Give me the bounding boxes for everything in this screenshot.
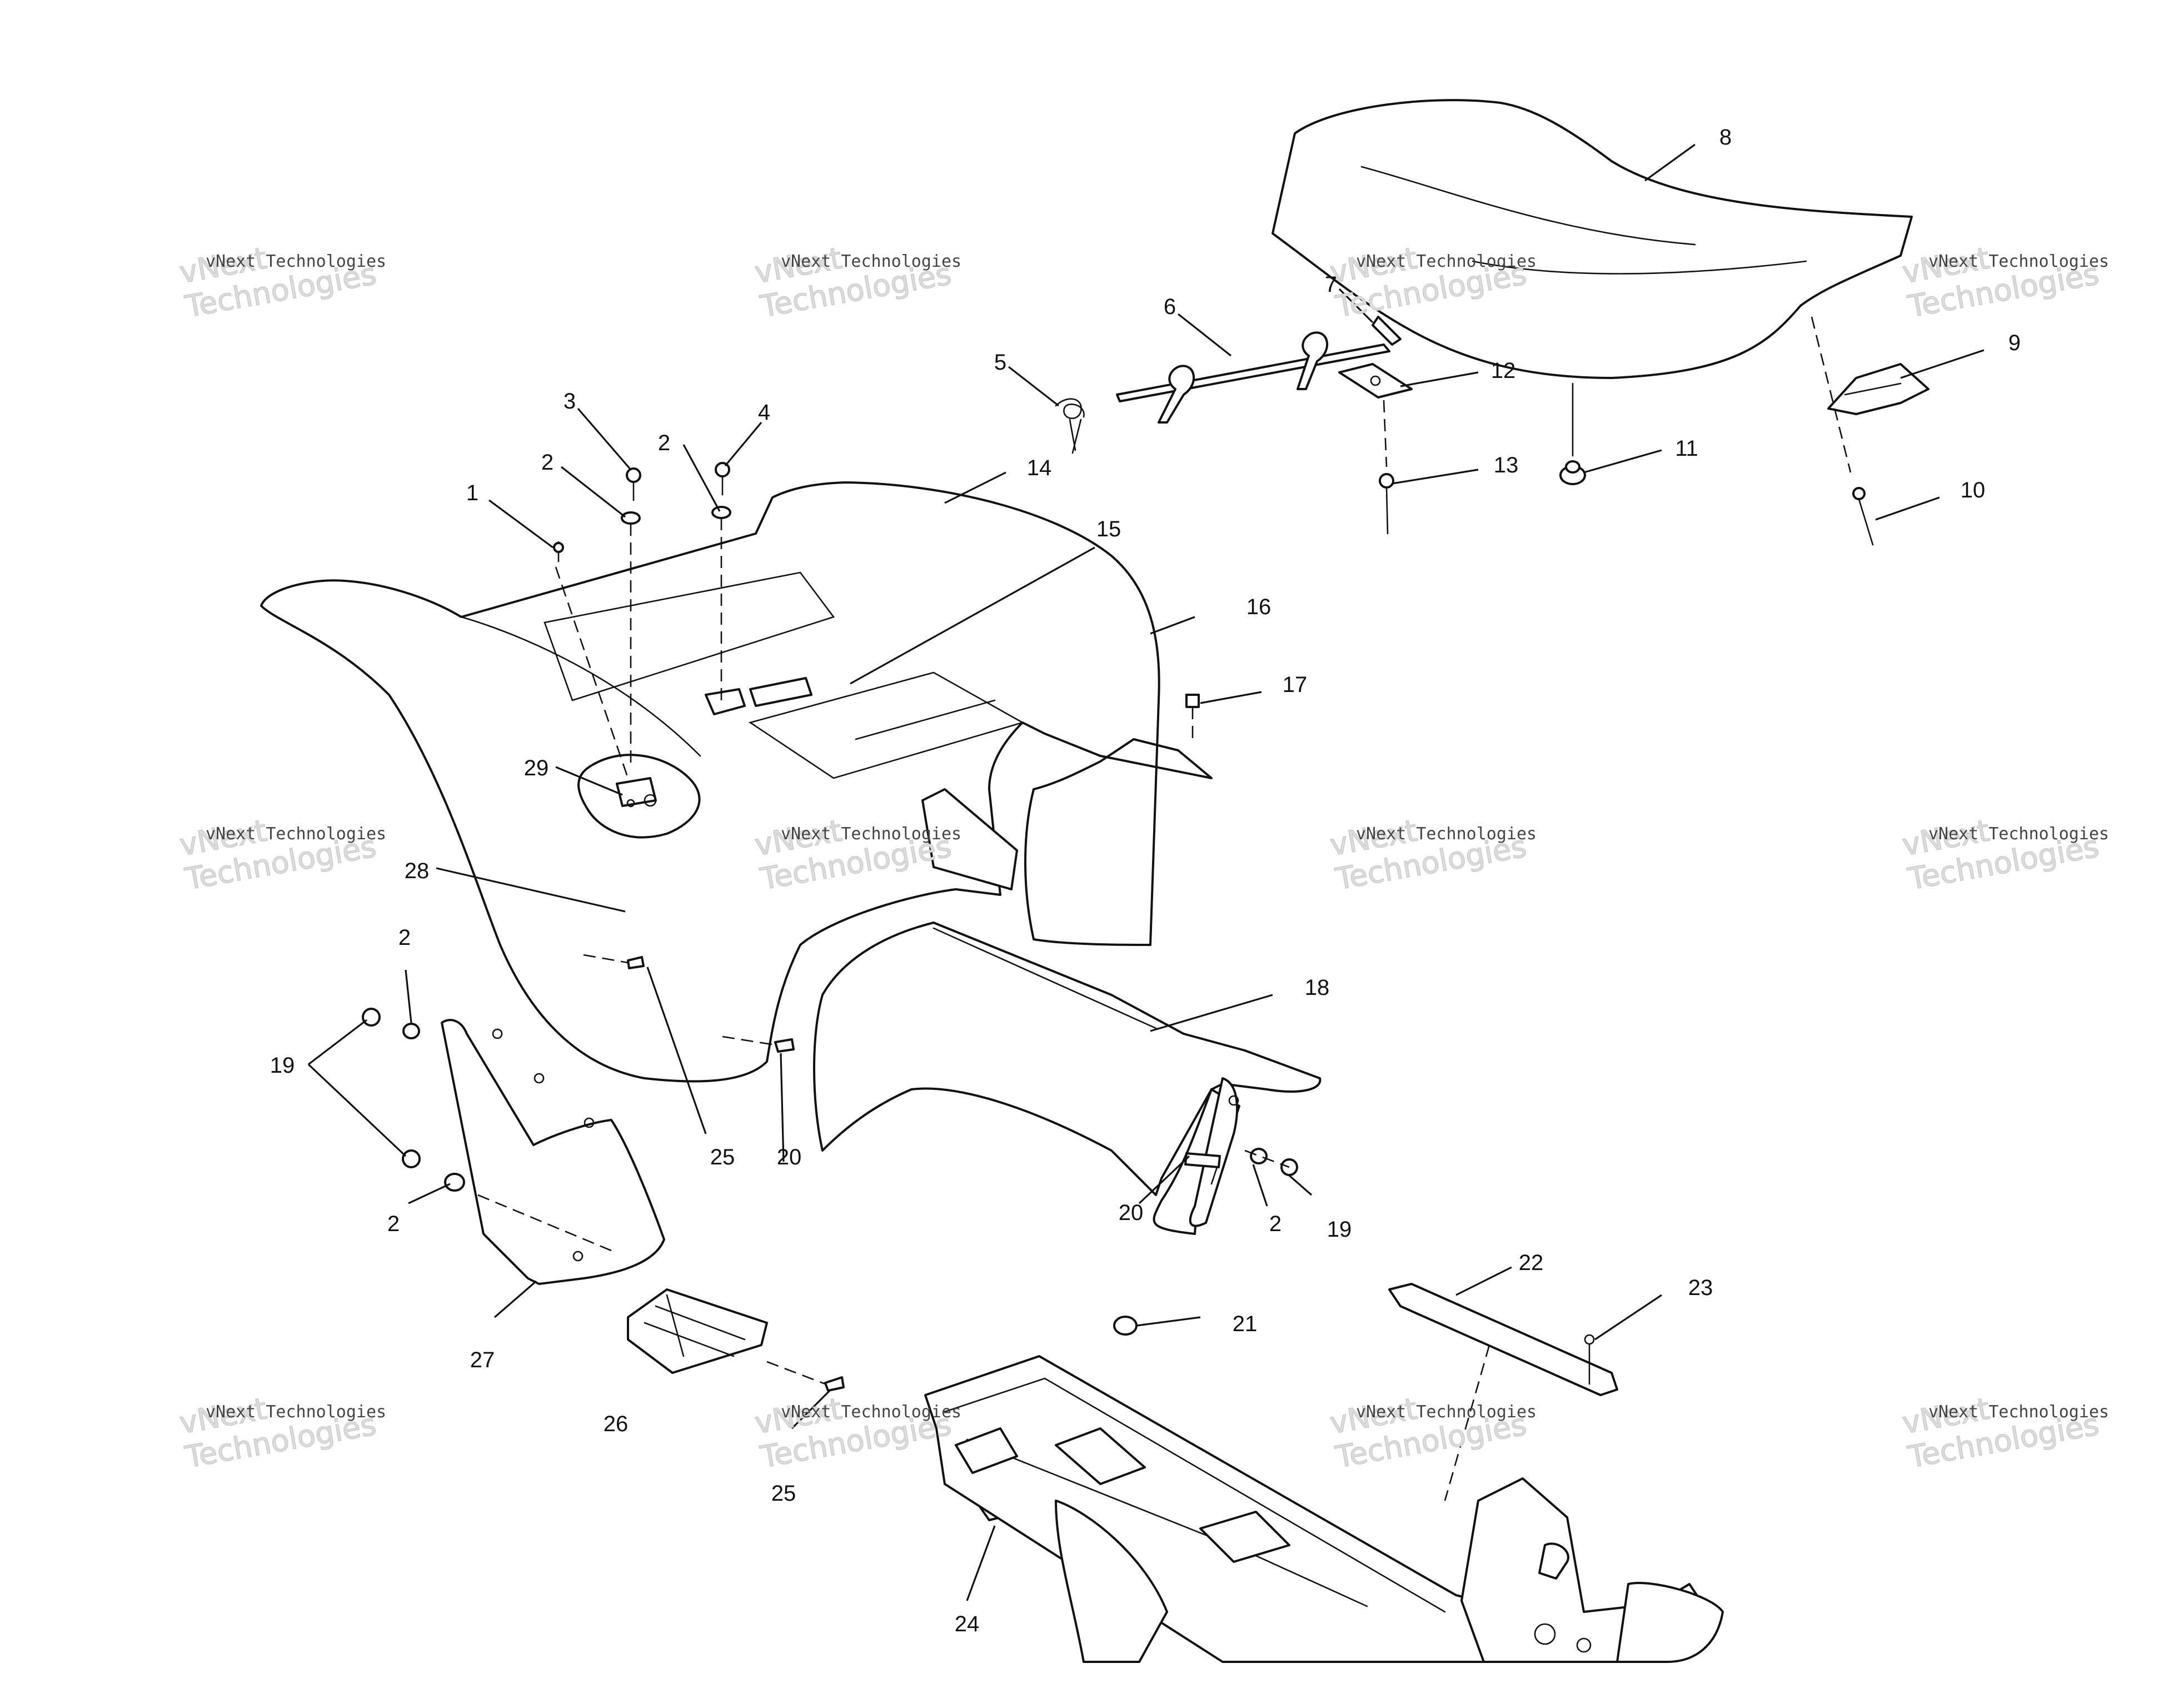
watermark-2: vNext Technologies [781,252,961,271]
watermark-6: vNext Technologies [781,824,961,844]
watermark-10: vNext Technologies [781,1402,961,1422]
callout-2-c: 2 [398,925,411,950]
callout-1: 1 [466,481,478,505]
footrest-bracket-part [627,1288,768,1374]
rear-fender-part [260,481,1213,1083]
callout-13: 13 [1494,453,1519,477]
callout-16: 16 [1246,595,1272,619]
watermark-3: vNext Technologies [1356,252,1537,271]
callout-19-b: 19 [1327,1217,1352,1242]
callout-27: 27 [470,1348,495,1372]
callout-20-b: 20 [1119,1201,1144,1225]
watermark-1: vNext Technologies [206,252,386,271]
callout-25-a: 25 [710,1145,735,1169]
callout-2-a: 2 [541,450,554,475]
watermark-big-2: vNextTechnologies [751,222,954,325]
watermark-11: vNext Technologies [1356,1402,1537,1422]
watermark-big-10: vNextTechnologies [751,1373,954,1475]
callout-3: 3 [564,389,576,414]
watermark-big-8: vNextTechnologies [1899,795,2101,897]
callout-19-a: 19 [270,1053,295,1078]
callout-23: 23 [1688,1276,1713,1300]
callout-21: 21 [1233,1312,1258,1336]
watermark-5: vNext Technologies [206,824,386,844]
callout-2-b: 2 [658,431,670,455]
latch-rod-part [1116,316,1402,424]
watermark-4: vNext Technologies [1928,252,2109,271]
clip-17-part [1185,694,1200,745]
leader-lines [307,143,1984,1601]
spring-part [1055,398,1085,454]
callout-2-e: 2 [1269,1212,1282,1236]
watermark-big-7: vNextTechnologies [1327,795,1529,897]
watermark-big-1: vNextTechnologies [176,222,378,325]
watermark-12: vNext Technologies [1928,1402,2109,1422]
seat-bracket-part [1827,363,1929,415]
callout-11: 11 [1675,436,1698,461]
hardware-group [362,462,1298,1392]
callout-9: 9 [2008,331,2021,355]
callout-18: 18 [1305,975,1330,1000]
callout-22: 22 [1519,1251,1544,1275]
watermark-big-9: vNextTechnologies [176,1373,378,1475]
callout-7: 7 [1325,272,1337,297]
latch-plate-part [1338,363,1413,399]
callout-labels: 1 2 3 2 4 5 6 7 8 9 10 11 12 13 14 15 16… [270,125,2021,1636]
watermark-big-12: vNextTechnologies [1899,1373,2101,1475]
watermark-7: vNext Technologies [1356,824,1537,844]
callout-29: 29 [524,756,549,780]
callout-14: 14 [1027,456,1052,480]
grommet-11-part [1559,382,1586,485]
callout-20-a: 20 [777,1145,802,1169]
watermark-big-5: vNextTechnologies [176,795,378,897]
mud-flap-part [441,1019,665,1285]
callout-17: 17 [1283,673,1308,697]
frame-part [924,1355,1724,1663]
callout-25-b: 25 [771,1481,796,1506]
fender-flap-part [813,922,1322,1235]
callout-15: 15 [1096,517,1121,541]
callout-8: 8 [1719,125,1732,150]
callout-2-d: 2 [387,1212,400,1236]
watermark-big-11: vNextTechnologies [1327,1373,1529,1475]
heat-shield-part [1388,1283,1618,1501]
callout-4: 4 [758,400,770,425]
callout-10: 10 [1961,478,1986,502]
callout-12: 12 [1491,358,1516,383]
callout-24: 24 [955,1612,980,1636]
seat-part [1272,99,1913,379]
screw-13-part [1379,400,1394,535]
callout-6: 6 [1164,295,1176,319]
grommet-21-part [1113,1316,1138,1336]
watermark-9: vNext Technologies [206,1402,386,1422]
callout-28: 28 [405,859,430,883]
watermark-big-4: vNextTechnologies [1899,222,2101,325]
watermark-8: vNext Technologies [1928,824,2109,844]
callout-26: 26 [604,1412,629,1436]
bolt-10-part [1811,316,1874,546]
callout-5: 5 [994,350,1006,375]
